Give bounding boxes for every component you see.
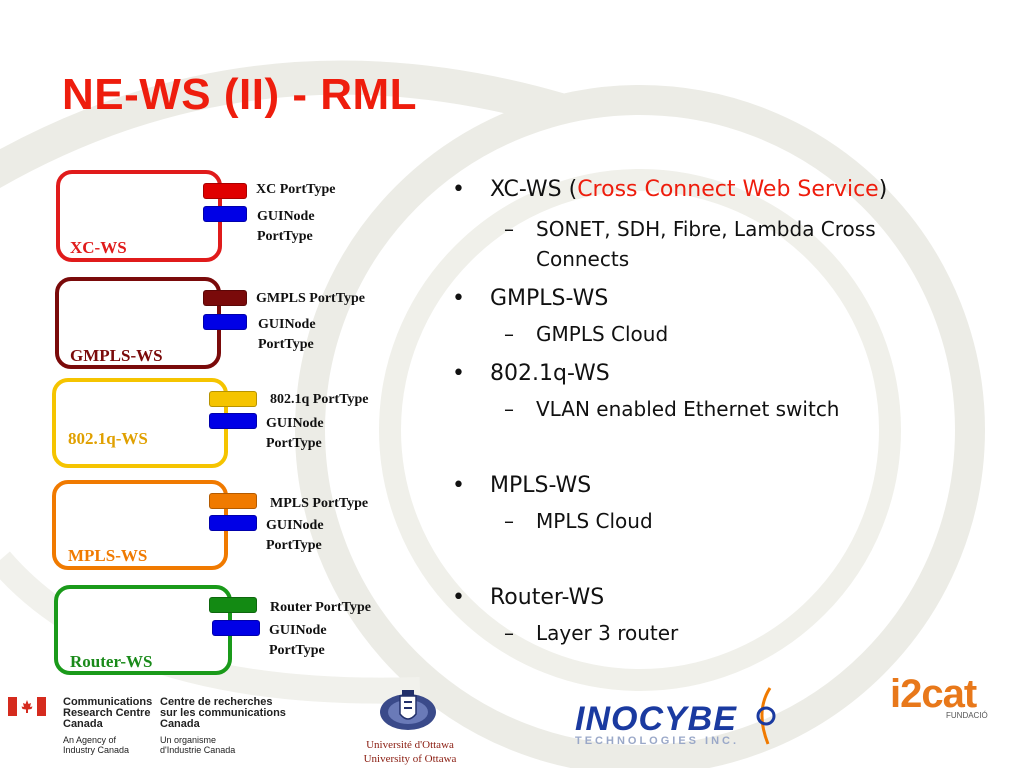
guinode-porttype-port: [212, 620, 260, 636]
router-porttype-label: Router PortType: [270, 600, 371, 615]
gmpls-ws-block: [55, 277, 221, 369]
dot1q-ws-block: [52, 378, 228, 468]
sub-bullet: VLAN enabled Ethernet switch: [452, 394, 992, 424]
xc-ws-label: XC-WS: [70, 238, 127, 257]
guinode-porttype-port: [209, 413, 257, 429]
router-ws-block: [54, 585, 232, 675]
bullet-xc-ws: XC-WS (Cross Connect Web Service): [452, 174, 992, 205]
bullet-mpls-ws: MPLS-WS: [452, 470, 992, 501]
dot1q-ws-label: 802.1q-WS: [68, 429, 148, 448]
router-ws-label: Router-WS: [70, 652, 153, 671]
inocybe-logo: INOCYBE TECHNOLOGIES INC.: [575, 700, 739, 747]
university-crest-icon: [380, 690, 436, 730]
router-porttype-port: [209, 597, 257, 613]
page-title: NE-WS (II) - RML: [62, 70, 418, 119]
dot1q-porttype-port: [209, 391, 257, 407]
mpls-ws-block: [52, 480, 228, 570]
bullet-list: XC-WS (Cross Connect Web Service) SONET,…: [452, 174, 992, 648]
i2cat-logo: i2cat FUNDACIÓ: [890, 672, 988, 720]
mpls-porttype-label: MPLS PortType: [270, 496, 369, 511]
bullet-gmpls-ws: GMPLS-WS: [452, 283, 992, 314]
guinode-porttype-port: [209, 515, 257, 531]
xc-porttype-label: XC PortType: [256, 182, 336, 197]
gmpls-porttype-label: GMPLS PortType: [256, 291, 366, 306]
guinode-porttype-port: [203, 314, 247, 330]
mpls-ws-label: MPLS-WS: [68, 546, 148, 565]
bullet-router-ws: Router-WS: [452, 582, 992, 613]
inocybe-subtitle: TECHNOLOGIES INC.: [575, 735, 740, 747]
inocybe-name: INOCYBE: [575, 700, 737, 738]
i2cat-subtitle: FUNDACIÓ: [946, 711, 988, 720]
guinode-porttype-port: [203, 206, 247, 222]
dot1q-porttype-label: 802.1q PortType: [270, 392, 369, 407]
sub-bullet: GMPLS Cloud: [452, 319, 992, 349]
inocybe-swirl-icon: [756, 687, 776, 745]
i2cat-name: i2cat: [890, 672, 977, 716]
xc-porttype-port: [203, 183, 247, 199]
xc-ws-block: [56, 170, 222, 262]
bullet-dot1q-ws: 802.1q-WS: [452, 358, 992, 389]
sub-bullet: Layer 3 router: [452, 618, 992, 648]
gmpls-ws-label: GMPLS-WS: [70, 346, 163, 365]
canada-flag-icon: [8, 697, 46, 716]
gmpls-porttype-port: [203, 290, 247, 306]
sub-bullet: SONET, SDH, Fibre, Lambda Cross Connects: [452, 214, 956, 274]
mpls-porttype-port: [209, 493, 257, 509]
sub-bullet: MPLS Cloud: [452, 506, 992, 536]
